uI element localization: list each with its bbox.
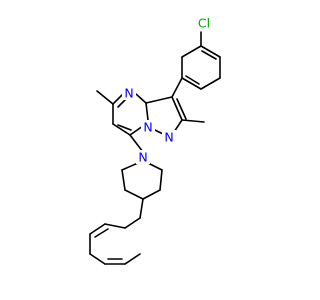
chemical-structure-diagram: Cl N N N N: [89, 16, 221, 265]
pyrazolopyrimidine-core: [96, 77, 205, 153]
bond: [159, 169, 163, 191]
bond: [89, 253, 106, 265]
bond: [112, 123, 131, 136]
bond: [104, 223, 126, 229]
bond: [171, 96, 183, 121]
inner-double-bond: [176, 98, 187, 120]
bond: [129, 134, 144, 153]
bond: [142, 189, 161, 200]
bond: [121, 169, 126, 191]
methyl-bond: [96, 90, 114, 105]
bond: [145, 102, 149, 121]
bond: [200, 77, 221, 90]
bond: [129, 125, 144, 136]
label-background: [136, 150, 150, 164]
bond: [124, 217, 141, 229]
atom-labels: Cl N N N N: [122, 16, 210, 165]
chlorine-atom-label: Cl: [198, 16, 210, 31]
inner-double-bond: [94, 228, 109, 238]
bridgehead-nitrogen-label: N: [143, 120, 152, 135]
bond: [200, 45, 221, 58]
bond: [181, 45, 202, 58]
bond: [89, 223, 106, 235]
bond: [147, 162, 163, 171]
inner-double-bond: [117, 124, 132, 131]
ring-nitrogen-label: N: [124, 86, 133, 101]
methyl-bond: [181, 119, 205, 123]
piperidine-nitrogen-label: N: [138, 150, 147, 165]
bond: [112, 94, 123, 105]
inner-double-bond: [185, 75, 200, 85]
piperidine-ring: [121, 162, 163, 200]
bond: [181, 77, 202, 90]
bond: [124, 253, 141, 265]
label-background: [141, 120, 155, 134]
bond: [171, 77, 183, 98]
inner-double-bond: [201, 50, 217, 60]
bond: [121, 162, 139, 171]
label-background: [162, 130, 176, 144]
bond: [139, 198, 144, 219]
benzyl-group: [89, 198, 144, 265]
bond: [145, 96, 173, 104]
bond: [124, 189, 144, 200]
bond: [135, 93, 147, 104]
pyrazole-nitrogen-label: N: [164, 130, 173, 145]
inner-double-bond: [117, 98, 127, 108]
label-background: [122, 86, 136, 100]
chlorophenyl-ring: [181, 31, 221, 90]
